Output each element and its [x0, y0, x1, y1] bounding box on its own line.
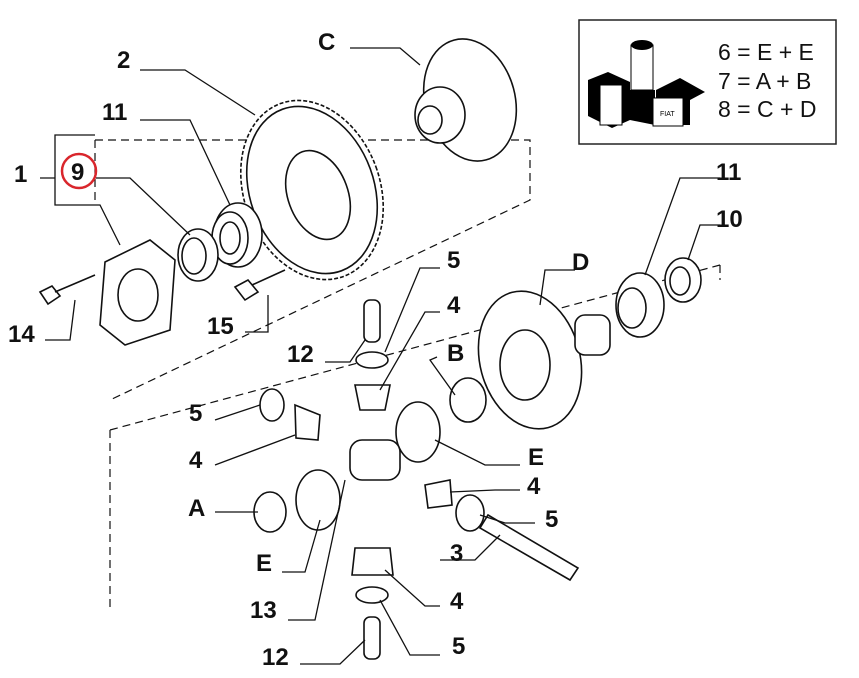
pin-12-top-part [363, 299, 381, 343]
fiat-logo-text: FIAT [660, 111, 675, 118]
label-12-top: 12 [287, 341, 314, 368]
side-gear-e-left-part [295, 469, 341, 531]
leader-lines [40, 47, 720, 665]
label-e-right: E [528, 444, 544, 471]
flange-bore [117, 268, 159, 322]
pinion-4-left-part [294, 403, 321, 441]
bolt-14-part [38, 274, 96, 306]
shaft-3-part [478, 513, 580, 582]
label-11-left: 11 [102, 99, 127, 126]
label-2: 2 [117, 47, 130, 74]
housing-half-c-part [414, 38, 518, 162]
pinion-4-top-part [354, 384, 391, 411]
label-3: 3 [450, 540, 463, 567]
label-d: D [572, 249, 589, 276]
label-5-right: 5 [545, 506, 558, 533]
label-e-bottom: E [256, 550, 272, 577]
fiat-logo-icon: FIAT [588, 40, 705, 128]
seal-10-part [664, 257, 702, 303]
label-4-left: 4 [189, 447, 203, 474]
label-4-bottom: 4 [450, 588, 464, 615]
washer-5-right-part [455, 494, 485, 532]
label-4-top: 4 [447, 292, 461, 319]
label-15: 15 [207, 313, 234, 340]
label-12-bottom: 12 [262, 644, 289, 671]
label-5-top: 5 [447, 247, 460, 274]
legend-line-8: 8 = C + D [718, 96, 816, 122]
label-14: 14 [8, 321, 35, 348]
pin-12-bottom-part [363, 616, 381, 660]
washer-5-bottom-part [355, 586, 389, 604]
label-11-right: 11 [716, 159, 741, 186]
label-5-left: 5 [189, 400, 202, 427]
legend-line-7: 7 = A + B [718, 68, 811, 94]
washer-5-left-part [259, 388, 285, 422]
legend-box: FIAT 6 = E + E 7 = A + B 8 = C + D [578, 19, 837, 145]
seal-9-part [177, 228, 219, 282]
highlight-circle [60, 152, 98, 190]
label-1: 1 [14, 161, 27, 188]
spider-13-part [349, 439, 401, 481]
bearing-11-right-part [615, 272, 665, 338]
washer-a-part [253, 491, 287, 533]
label-13: 13 [250, 597, 277, 624]
ring-gear-part [239, 99, 385, 281]
label-9: 9 [71, 159, 84, 186]
label-5-bottom: 5 [452, 633, 465, 660]
bolt-15-part [233, 269, 286, 302]
pinion-4-bottom-part [351, 547, 394, 576]
side-gear-e-right-part [395, 401, 441, 463]
label-10: 10 [716, 206, 743, 233]
washer-b-part [449, 377, 487, 423]
label-a: A [188, 495, 205, 522]
label-c: C [318, 29, 335, 56]
pinion-4-right-part [424, 479, 453, 509]
label-b: B [447, 340, 464, 367]
bearing-11-left-part [211, 202, 263, 268]
legend-line-6: 6 = E + E [718, 39, 814, 65]
washer-5-top-part [355, 351, 389, 369]
housing-half-d-part [477, 290, 611, 430]
label-4-right: 4 [527, 473, 541, 500]
